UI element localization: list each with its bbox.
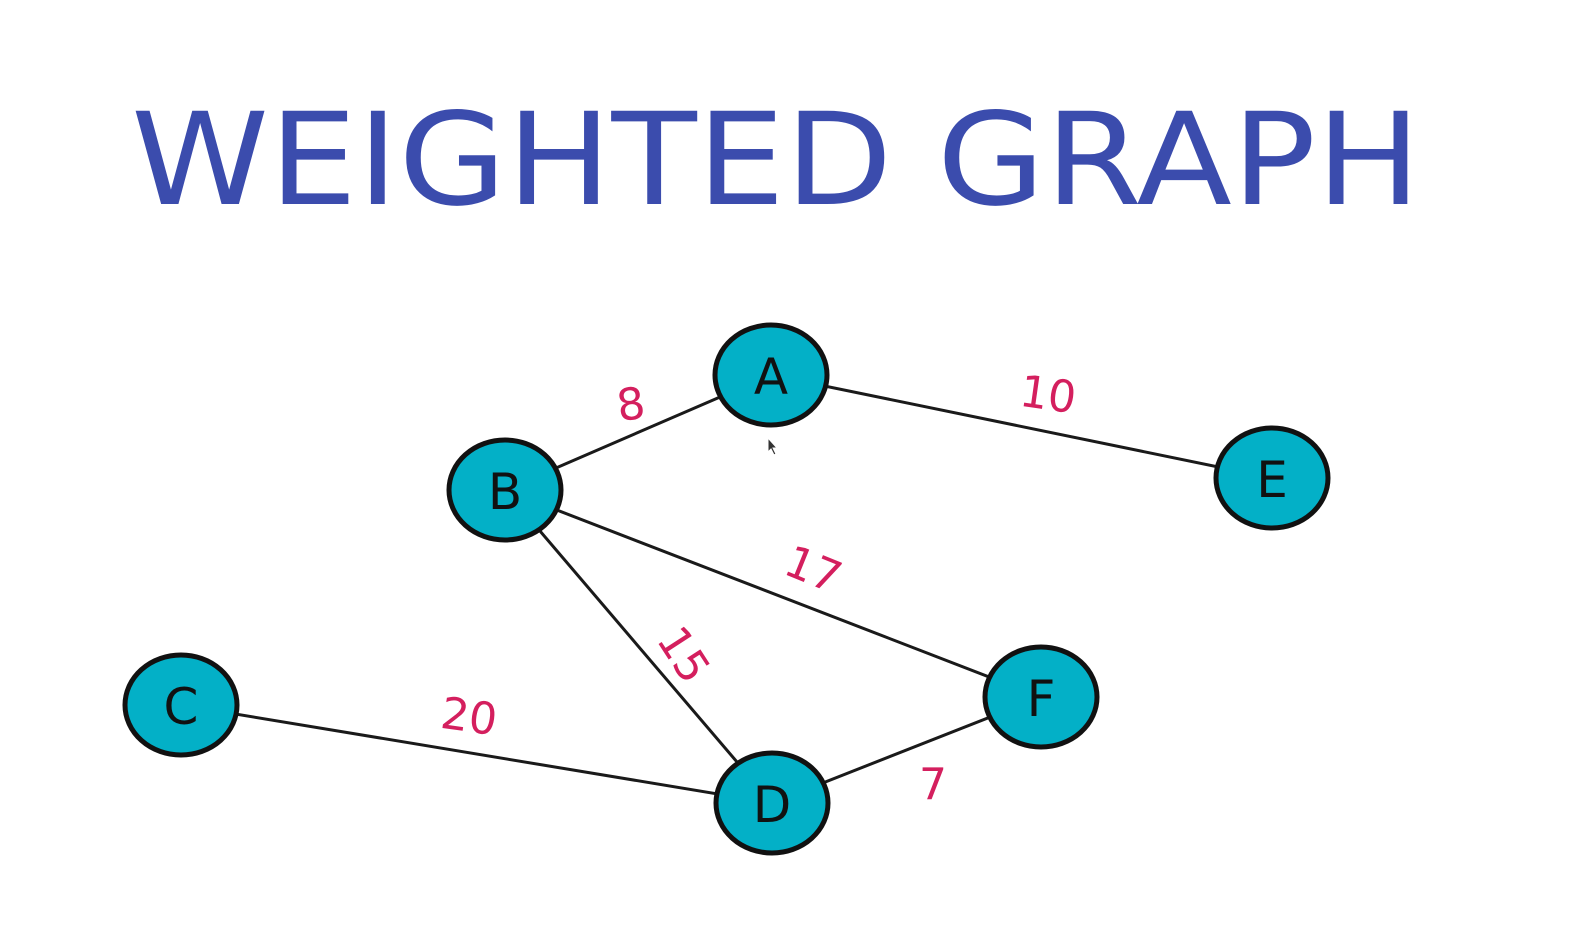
node-label-c: C (164, 678, 199, 736)
node-circle-a (712, 322, 830, 428)
edge-weight-b-a: 8 (614, 378, 649, 432)
node-label-a: A (754, 348, 788, 406)
edge-weight-b-f: 17 (777, 536, 848, 604)
node-label-f: F (1027, 670, 1056, 728)
node-circle-e (1213, 425, 1331, 531)
mouse-pointer-icon (767, 436, 779, 456)
nodes-layer: A B C D E F (122, 322, 1331, 856)
page-title: WEIGHTED GRAPH (131, 86, 1421, 235)
edge-weight-c-d: 20 (438, 688, 501, 746)
node-c: C (122, 652, 240, 758)
node-e: E (1213, 425, 1331, 531)
edge-a-e (770, 373, 1273, 480)
node-circle-b (446, 437, 564, 543)
node-label-e: E (1256, 451, 1288, 509)
edge-weight-d-f: 7 (919, 760, 947, 811)
edge-b-d (503, 489, 774, 804)
node-circle-f (982, 644, 1100, 750)
node-label-b: B (488, 463, 522, 521)
edge-b-f (504, 488, 1042, 699)
node-d: D (713, 750, 831, 856)
node-f: F (982, 644, 1100, 750)
edge-c-d (180, 703, 773, 805)
node-circle-d (713, 750, 831, 856)
node-label-d: D (753, 776, 792, 834)
node-b: B (446, 437, 564, 543)
edge-weight-a-e: 10 (1017, 366, 1080, 424)
node-circle-c (122, 652, 240, 758)
edges-layer (180, 373, 1273, 805)
edge-weight-b-d: 15 (646, 618, 719, 693)
node-a: A (712, 322, 830, 428)
